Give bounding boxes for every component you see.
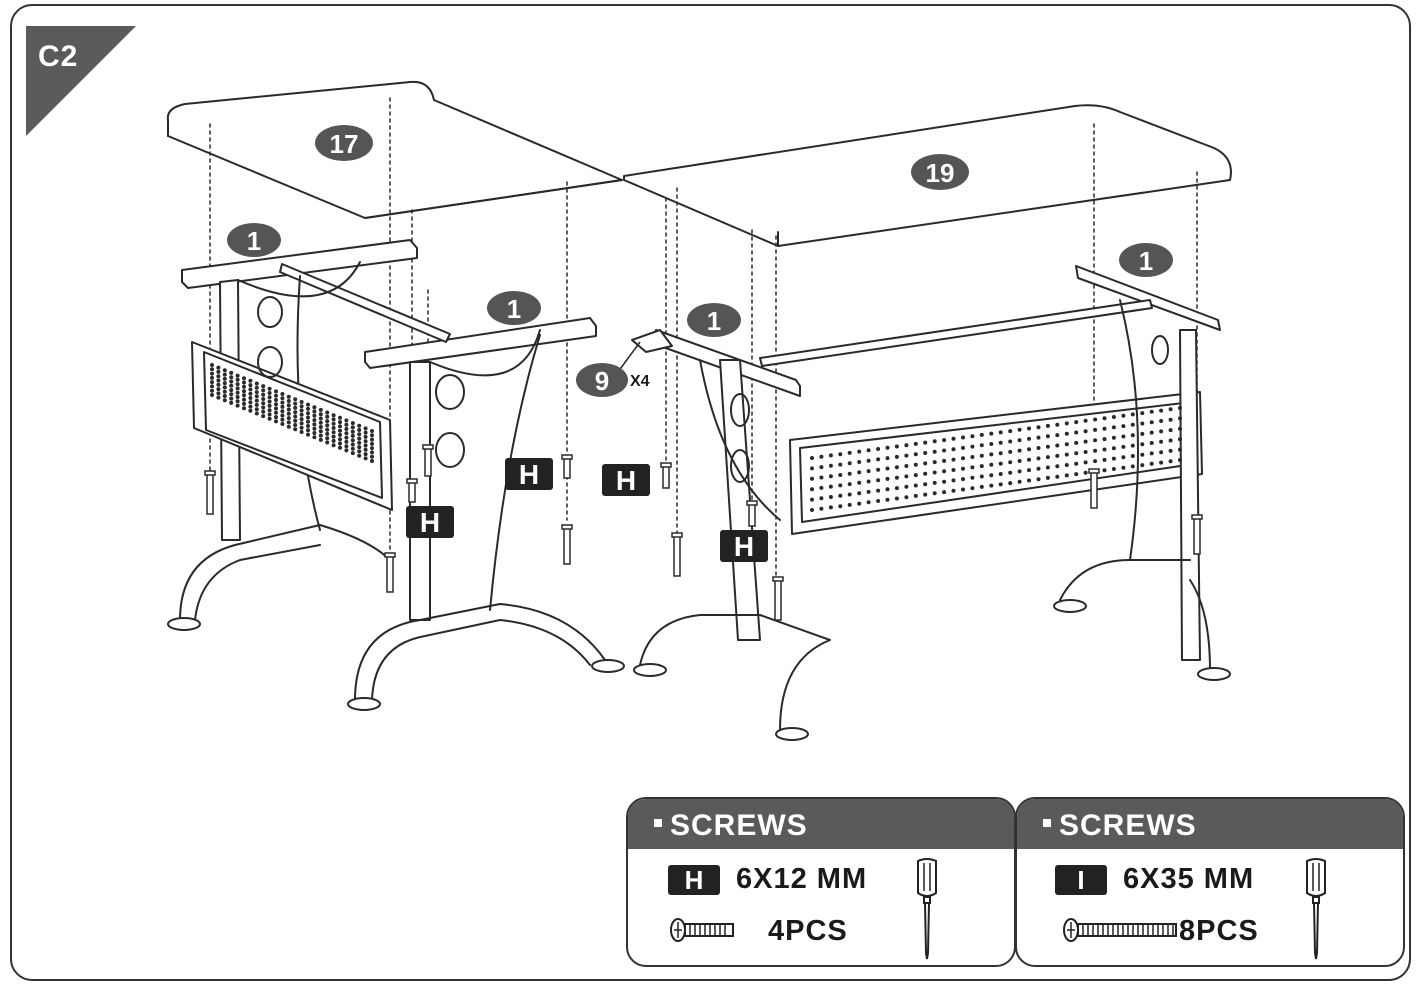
- screw-code-badge-3: H: [602, 464, 650, 496]
- right-desk-frame: [631, 265, 1231, 741]
- svg-text:1: 1: [247, 226, 261, 256]
- part-17-label: 17: [315, 125, 373, 161]
- screw-code-badge-1: H: [406, 506, 454, 538]
- perforation-pattern: [210, 363, 1182, 512]
- part-1-label-a: 1: [227, 223, 281, 257]
- part-1-label-b: 1: [487, 291, 541, 325]
- part-9-label: 9 X4: [576, 341, 650, 397]
- svg-text:1: 1: [1139, 246, 1153, 276]
- svg-text:17: 17: [330, 129, 359, 159]
- svg-text:H: H: [734, 531, 754, 562]
- short-screw-icon: [670, 918, 734, 942]
- svg-text:1: 1: [507, 294, 521, 324]
- screws-panel-i: SCREWS I 6X35 MM 8PCS: [1015, 797, 1405, 967]
- screw-quantity: 4PCS: [768, 915, 848, 947]
- screw-quantity: 8PCS: [1179, 915, 1259, 947]
- svg-text:9: 9: [595, 366, 609, 396]
- svg-text:1: 1: [707, 306, 721, 336]
- left-desk-frame: [167, 239, 625, 711]
- screw-code-badge: I: [1055, 865, 1107, 895]
- screw-code-badge-4: H: [720, 530, 768, 562]
- screw-code-badge: H: [668, 865, 720, 895]
- step-corner-tab: [26, 26, 136, 136]
- svg-text:19: 19: [926, 158, 955, 188]
- part-19-label: 19: [911, 154, 969, 190]
- screw-size: 6X12 MM: [736, 863, 868, 895]
- screws-panel-header: SCREWS: [628, 799, 1014, 849]
- screwdriver-icon: [1306, 858, 1326, 960]
- step-label: C2: [38, 40, 79, 73]
- svg-text:X4: X4: [630, 373, 650, 390]
- long-screw-icon: [1063, 918, 1177, 942]
- screws-panel-h: SCREWS H 6X12 MM 4PCS: [626, 797, 1016, 967]
- left-desktop-panel: [166, 80, 623, 219]
- screwdriver-icon: [917, 858, 937, 960]
- svg-text:H: H: [616, 465, 636, 496]
- part-1-label-d: 1: [1119, 243, 1173, 277]
- screws-panel-header: SCREWS: [1017, 799, 1403, 849]
- svg-text:H: H: [519, 459, 539, 490]
- part-1-label-c: 1: [687, 303, 741, 337]
- screw-code-badge-2: H: [505, 458, 553, 490]
- diagram-screws: [204, 444, 1203, 621]
- screw-size: 6X35 MM: [1123, 863, 1255, 895]
- svg-text:H: H: [420, 507, 440, 538]
- diagram-frame: [10, 4, 1411, 981]
